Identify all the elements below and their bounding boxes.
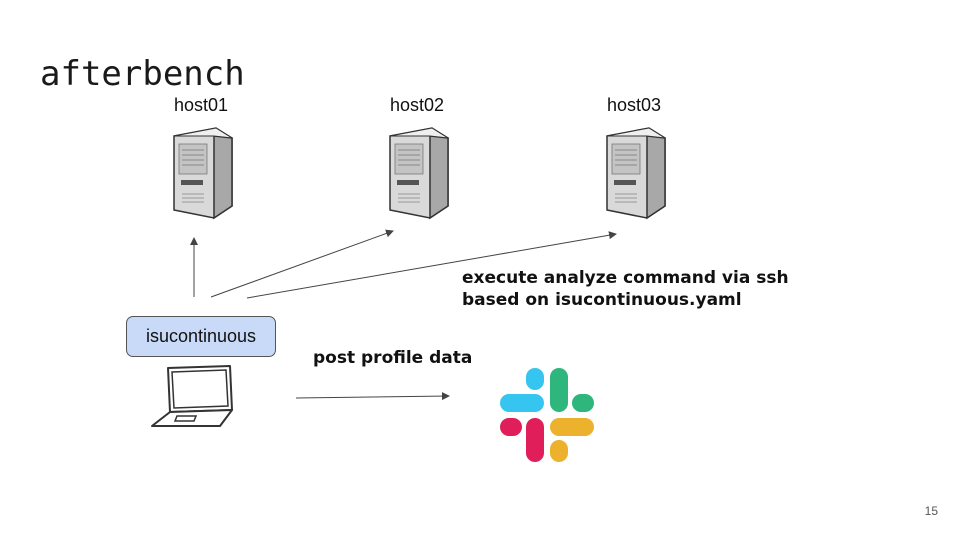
laptop-icon — [151, 365, 233, 427]
isucontinuous-node-label: isucontinuous — [145, 326, 257, 346]
isucontinuous-node: isucontinuous — [126, 316, 276, 357]
host-label-host01: host01 — [174, 95, 229, 115]
page-number: 15 — [924, 504, 938, 518]
post-profile-label: post profile data — [313, 348, 473, 368]
server-icon — [606, 127, 666, 220]
host-label-host03: host03 — [607, 95, 662, 115]
ssh-description-line2: based on isucontinuous.yaml — [462, 290, 742, 310]
ssh-description: execute analyze command via ssh based on… — [462, 267, 789, 311]
arrow-to-slack — [295, 392, 450, 401]
arrow-to-host02 — [210, 229, 394, 298]
server-icon — [389, 127, 449, 220]
server-icon — [173, 127, 233, 220]
arrow-to-host03 — [246, 231, 617, 299]
ssh-description-line1: execute analyze command via ssh — [462, 268, 789, 288]
slide-title: afterbench — [40, 54, 245, 94]
host-label-host02: host02 — [390, 95, 445, 115]
slack-logo-icon — [500, 368, 594, 462]
